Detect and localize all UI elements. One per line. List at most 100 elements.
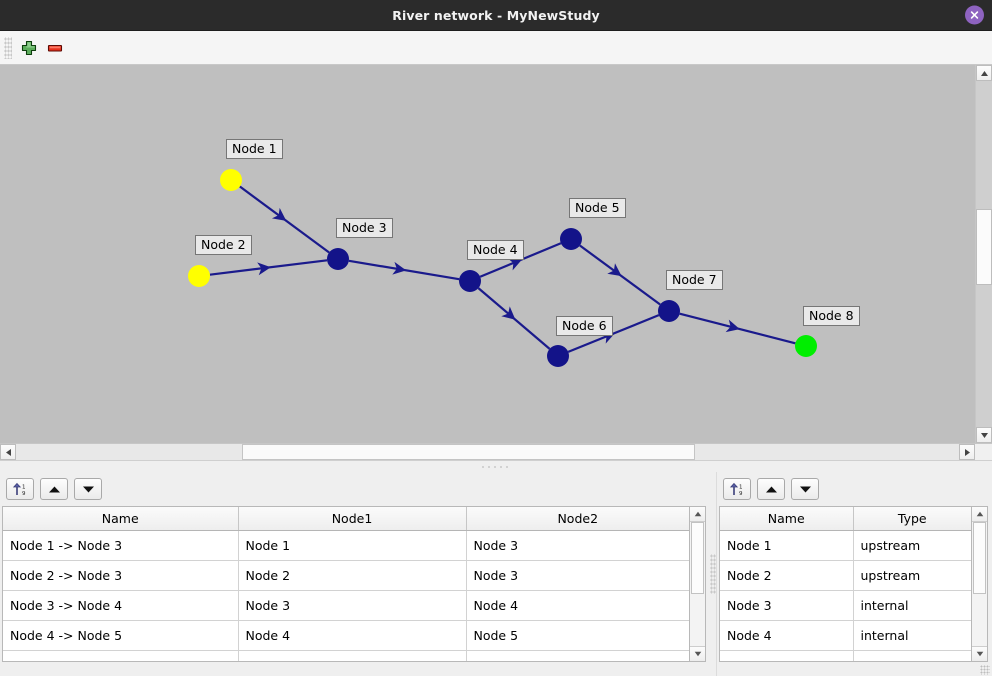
svg-text:9: 9 [22,491,26,497]
nodes-table-cell[interactable]: Node 4 [720,620,854,651]
graph-node-label[interactable]: Node 4 [467,240,524,260]
reaches-vscroll-thumb[interactable] [691,522,704,594]
horizontal-splitter[interactable] [0,460,992,472]
graph-node-label[interactable]: Node 3 [336,218,393,238]
arrow-down-icon[interactable] [74,478,102,500]
nodes-table-cell[interactable]: internal [853,620,971,651]
remove-minus-icon[interactable] [42,35,68,61]
graph-node-label[interactable]: Node 1 [226,139,283,159]
nodes-table-cell[interactable]: Node 3 [720,590,854,621]
close-icon[interactable] [965,5,984,25]
graph-node-label[interactable]: Node 2 [195,235,252,255]
reaches-table-column-header[interactable]: Node1 [238,507,467,531]
nodes-table-cell[interactable]: upstream [853,530,971,561]
reaches-table-column-header[interactable]: Node2 [466,507,689,531]
reaches-table-cell[interactable]: Node 1 [238,530,467,561]
toolbar-grip[interactable] [4,36,12,59]
scroll-down-icon[interactable] [976,427,992,443]
reaches-table-cell[interactable]: Node 1 -> Node 3 [3,530,239,561]
graph-vscroll-thumb[interactable] [976,209,992,286]
nodes-table-cell[interactable]: internal [853,590,971,621]
graph-node[interactable] [658,300,680,322]
nodes-table-cell[interactable]: Node 1 [720,530,854,561]
add-plus-icon[interactable] [16,35,42,61]
graph-hscroll-thumb[interactable] [242,444,695,460]
nodes-table-cell[interactable]: upstream [853,560,971,591]
graph-node[interactable] [220,169,242,191]
reaches-table-cell[interactable]: Node 5 [466,620,689,651]
reaches-scroll-up-icon[interactable] [690,507,705,522]
reaches-table-cell[interactable]: Node 3 [238,590,467,621]
reaches-table-cell[interactable]: Node 2 [238,560,467,591]
scroll-up-icon[interactable] [976,65,992,81]
nodes-table-cell[interactable] [720,650,854,661]
reaches-table-cell[interactable]: Node 4 [238,620,467,651]
reaches-vscroll-track[interactable] [690,522,705,646]
graph-horizontal-scrollbar[interactable] [0,443,992,460]
graph-node[interactable] [547,345,569,367]
window-resize-grip-icon[interactable] [980,665,990,675]
nodes-table-row-partial[interactable] [720,650,971,661]
nodes-table-column-header[interactable]: Type [853,507,971,531]
graph-node-label[interactable]: Node 5 [569,198,626,218]
graph-node[interactable] [459,270,481,292]
nodes-table-column-header[interactable]: Name [720,507,854,531]
nodes-vertical-scrollbar[interactable] [972,506,988,662]
graph-node-label[interactable]: Node 6 [556,316,613,336]
graph-node[interactable] [560,228,582,250]
arrow-up-icon[interactable] [757,478,785,500]
reaches-table-cell[interactable]: Node 4 -> Node 5 [3,620,239,651]
graph-node-label[interactable]: Node 8 [803,306,860,326]
reaches-table-cell[interactable]: Node 3 [466,560,689,591]
reaches-vertical-scrollbar[interactable] [690,506,706,662]
reaches-table-cell[interactable] [3,650,239,661]
nodes-statusbar [717,662,992,676]
graph-vscroll-track[interactable] [976,81,992,427]
nodes-table-cell[interactable] [853,650,971,661]
nodes-vscroll-thumb[interactable] [973,522,986,594]
reaches-table-cell[interactable]: Node 4 [466,590,689,621]
nodes-scroll-down-icon[interactable] [972,646,987,661]
reaches-table-cell[interactable] [466,650,689,661]
arrow-up-icon[interactable] [40,478,68,500]
nodes-vscroll-track[interactable] [972,522,987,646]
nodes-table-cell[interactable]: Node 2 [720,560,854,591]
reaches-table-cell[interactable]: Node 3 -> Node 4 [3,590,239,621]
sort-ascending-icon[interactable]: 1 9 [723,478,751,500]
arrow-down-icon[interactable] [791,478,819,500]
graph-vertical-scrollbar[interactable] [975,65,992,443]
reaches-table-cell[interactable] [238,650,467,661]
graph-node-label[interactable]: Node 7 [666,270,723,290]
graph-edge-arrowhead [392,261,407,275]
nodes-scroll-up-icon[interactable] [972,507,987,522]
graph-node[interactable] [795,335,817,357]
reaches-table-cell[interactable]: Node 3 [466,530,689,561]
graph-nodes [188,169,817,367]
network-canvas[interactable]: Node 1 Node 2 Node 3 Node 4 Node 5 Node 6 Node… [0,65,975,443]
reaches-table-column-header[interactable]: Name [3,507,239,531]
sort-ascending-icon[interactable]: 1 9 [6,478,34,500]
vertical-splitter[interactable] [710,554,716,594]
graph-edges [209,185,796,353]
graph-node[interactable] [188,265,210,287]
reaches-scroll-down-icon[interactable] [690,646,705,661]
reaches-table-row-partial[interactable] [3,650,689,661]
graph-node[interactable] [327,248,349,270]
scroll-right-icon[interactable] [959,444,975,460]
scroll-left-icon[interactable] [0,444,16,460]
reaches-table-cell[interactable]: Node 2 -> Node 3 [3,560,239,591]
graph-hscroll-track[interactable] [16,444,959,460]
